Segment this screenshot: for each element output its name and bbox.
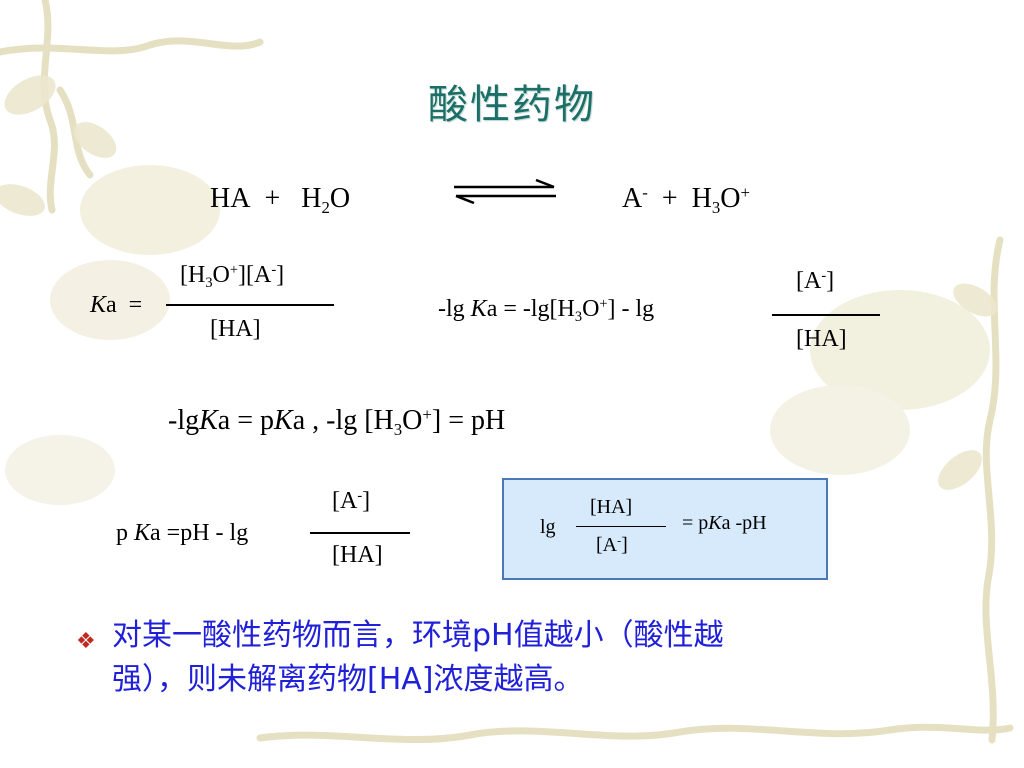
pka-denominator: [HA] [332, 542, 383, 568]
pka-ph-equation: p Ka =pH - lg [116, 520, 249, 546]
ka-denominator: [HA] [210, 316, 261, 342]
equilibrium-arrow-icon [454, 178, 556, 205]
ka-numerator: [H3O+][A-] [180, 262, 285, 292]
pka-fraction-line [310, 532, 410, 534]
log-denominator: [HA] [796, 326, 847, 352]
ka-label: Ka = [90, 292, 143, 318]
reaction-right: A- + H3O+ [622, 182, 750, 217]
boxed-rhs: = pKa -pH [682, 512, 767, 534]
diamond-cluster-icon: ❖ [76, 628, 96, 653]
bullet-text: 对某一酸性药物而言，环境pH值越小（酸性越 强），则未解离药物[HA]浓度越高。 [112, 614, 942, 702]
bullet-line-2: 强），则未解离药物[HA]浓度越高。 [112, 662, 584, 697]
log-numerator: [A-] [796, 268, 835, 294]
ka-fraction-line [166, 304, 334, 306]
boxed-denominator: [A-] [596, 533, 628, 556]
pka-definition: -lgKa = pKa , -lg [H3O+] = pH [168, 404, 506, 439]
bullet-line-1: 对某一酸性药物而言，环境pH值越小（酸性越 [112, 618, 724, 653]
highlight-box [502, 478, 828, 580]
pka-numerator: [A-] [332, 488, 371, 514]
log-fraction-line [772, 314, 880, 316]
reaction-left: HA + H2O [210, 183, 351, 217]
log-ka-equation: -lg Ka = -lg[H3O+] - lg [438, 296, 655, 326]
boxed-lg: lg [540, 516, 556, 538]
slide-title: 酸性药物 [428, 82, 596, 128]
boxed-numerator: [HA] [590, 496, 633, 518]
boxed-fraction-line [576, 526, 666, 527]
